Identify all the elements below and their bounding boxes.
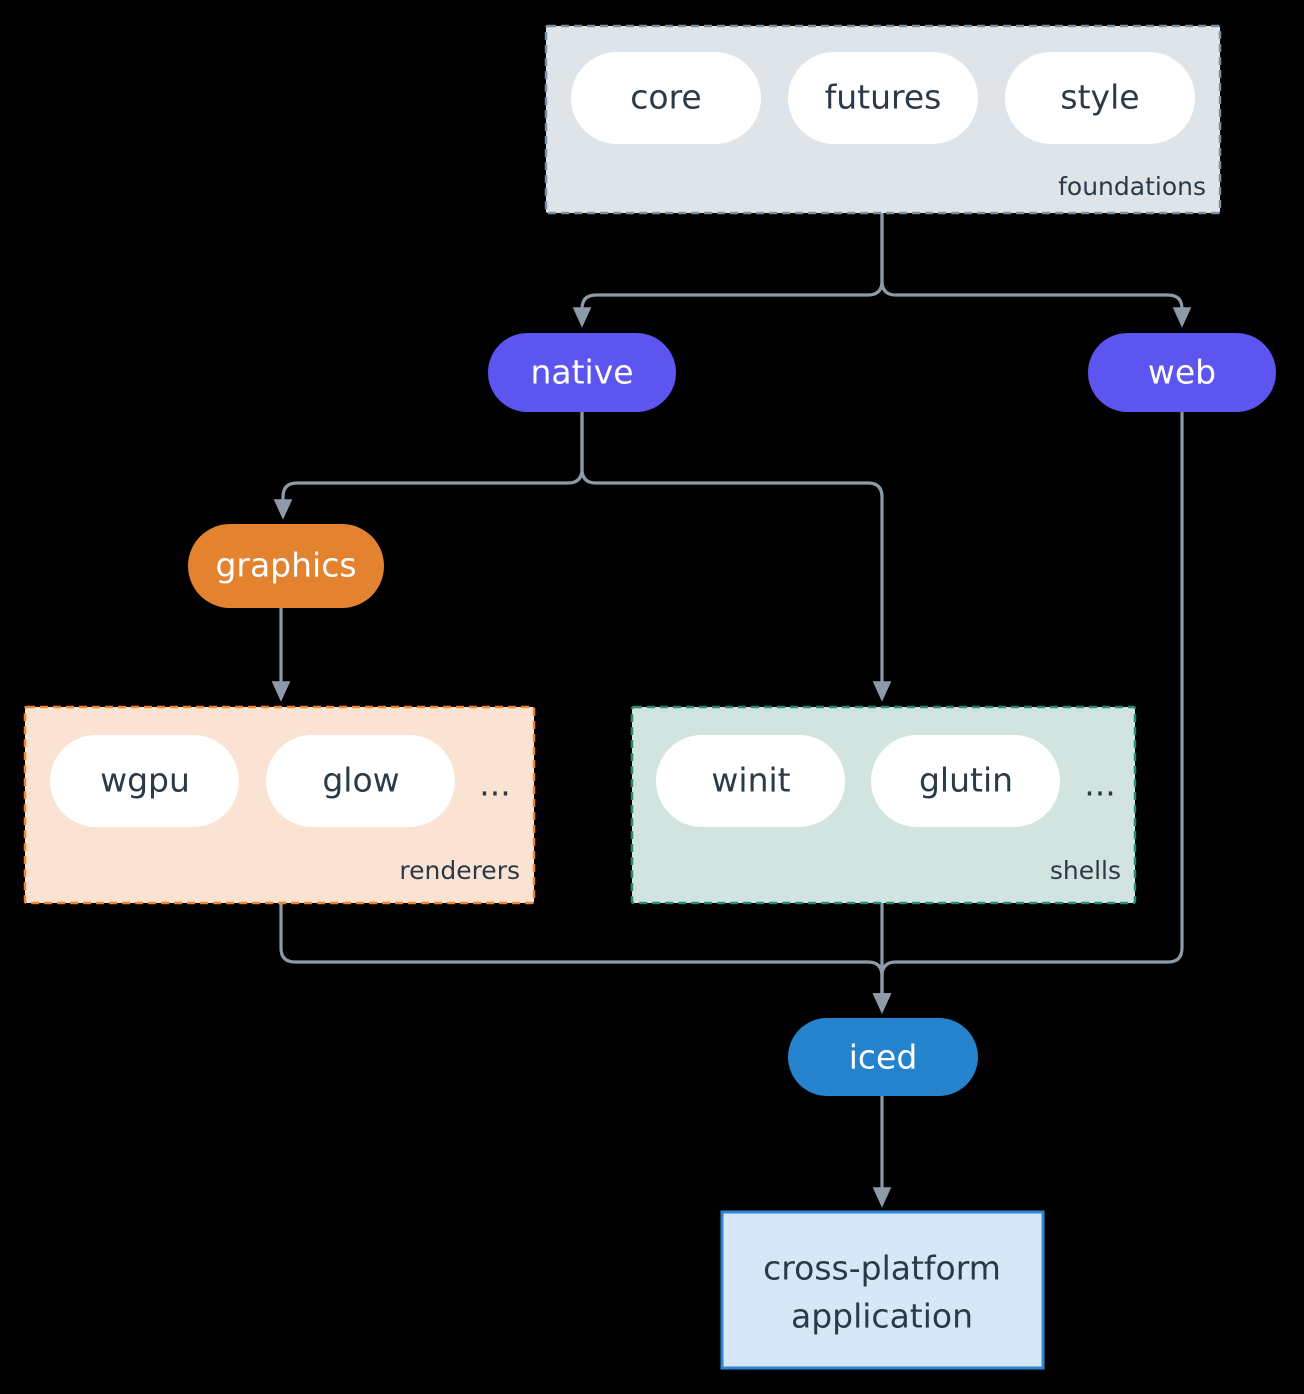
node-graphics[interactable]: graphics: [188, 524, 384, 608]
edge-foundations-web: [880, 213, 1192, 328]
node-iced[interactable]: iced: [788, 1018, 978, 1096]
edge-layer: [271, 213, 1192, 1208]
cluster-foundations-label: foundations: [1058, 172, 1206, 201]
node-glutin[interactable]: glutin: [871, 735, 1060, 827]
node-core-label: core: [630, 78, 701, 117]
shells-ellipsis-label: ...: [1084, 765, 1115, 804]
cluster-renderers: renderers wgpu glow ...: [23, 705, 536, 905]
node-core[interactable]: core: [571, 52, 761, 144]
node-core-shape: [571, 52, 761, 144]
node-glutin-label: glutin: [919, 761, 1013, 800]
node-wgpu-label: wgpu: [100, 761, 190, 800]
node-glutin-shape: [871, 735, 1060, 827]
edge-native-graphics: [273, 412, 584, 520]
node-futures[interactable]: futures: [788, 52, 978, 144]
edge-foundations-native: [572, 213, 884, 328]
node-futures-label: futures: [825, 78, 942, 117]
cluster-shells: shells winit glutin ...: [630, 705, 1137, 905]
cluster-shells-label: shells: [1050, 856, 1121, 885]
node-wgpu[interactable]: wgpu: [50, 735, 239, 827]
node-style-label: style: [1060, 78, 1139, 117]
node-style-shape: [1005, 52, 1195, 144]
node-style[interactable]: style: [1005, 52, 1195, 144]
node-glow-shape: [266, 735, 455, 827]
node-native-label: native: [530, 353, 633, 392]
node-glow-label: glow: [322, 761, 399, 800]
edge-native-shells: [580, 412, 892, 702]
node-web-shape: [1088, 333, 1276, 412]
node-winit[interactable]: winit: [656, 735, 845, 827]
node-application-label-line2: application: [791, 1297, 973, 1336]
node-glow[interactable]: glow: [266, 735, 455, 827]
node-application[interactable]: cross-platform application: [720, 1210, 1045, 1370]
node-application-label-line1: cross-platform: [763, 1249, 1001, 1288]
cluster-renderers-label: renderers: [399, 856, 520, 885]
node-futures-shape: [788, 52, 978, 144]
node-wgpu-shape: [50, 735, 239, 827]
renderers-ellipsis-label: ...: [479, 765, 510, 804]
node-application-shape: [720, 1210, 1045, 1370]
node-winit-label: winit: [711, 761, 790, 800]
cluster-foundations: foundations core futures style: [544, 24, 1222, 215]
node-graphics-shape: [188, 524, 384, 608]
node-native-shape: [488, 333, 676, 412]
node-web[interactable]: web: [1088, 333, 1276, 412]
node-web-label: web: [1148, 353, 1216, 392]
edge-renderers-iced: [279, 903, 892, 1014]
node-graphics-label: graphics: [215, 546, 356, 585]
node-native[interactable]: native: [488, 333, 676, 412]
node-winit-shape: [656, 735, 845, 827]
edge-web-iced: [872, 412, 1184, 1014]
node-iced-label: iced: [849, 1038, 918, 1077]
node-iced-shape: [788, 1018, 978, 1096]
